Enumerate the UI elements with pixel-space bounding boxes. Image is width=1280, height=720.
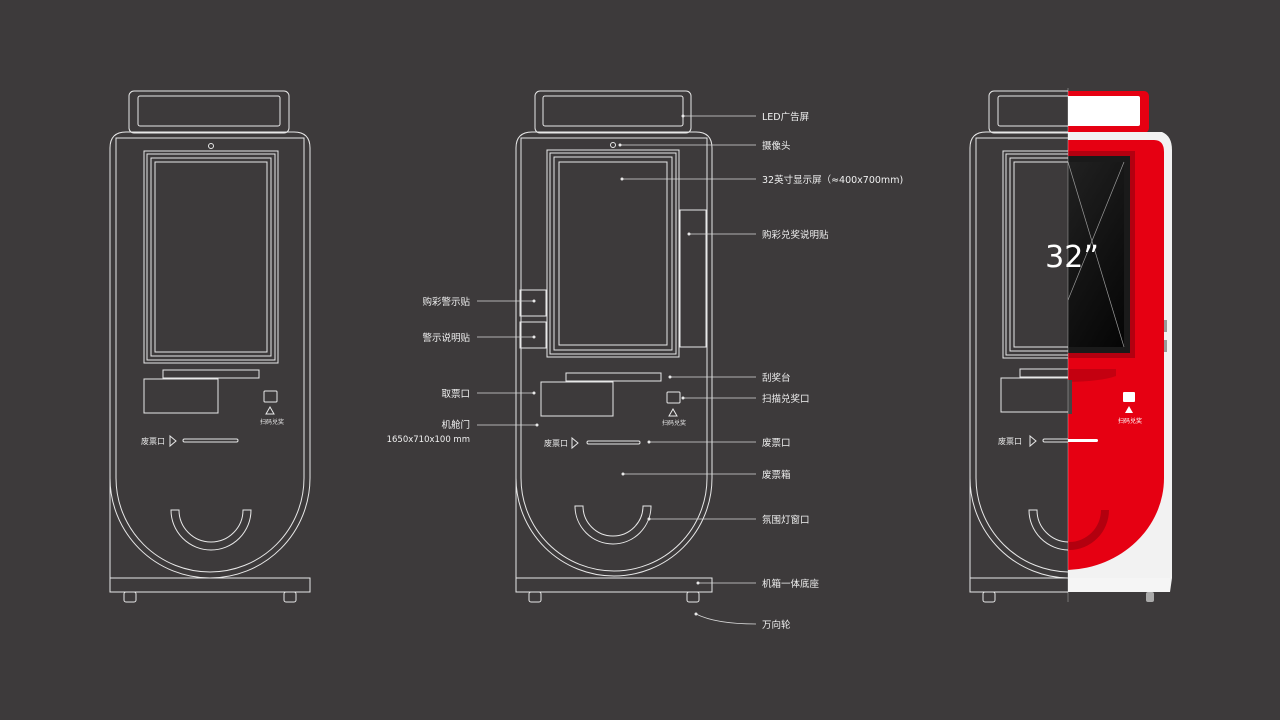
display-frame <box>143 150 279 364</box>
scan-port <box>666 391 681 404</box>
callout-dots <box>532 114 700 616</box>
camera-dot <box>208 143 214 149</box>
kiosk-half-rendered <box>1068 91 1172 602</box>
scan-redeem-label: 扫码兑奖 <box>662 419 686 427</box>
kiosk-half-outline <box>969 90 1068 603</box>
warning-notice-sticker <box>519 321 547 349</box>
waste-ticket-label: 废票口 <box>141 436 165 446</box>
callout-base: 机箱一体底座 <box>762 578 820 590</box>
waste-slot <box>586 440 641 445</box>
callout-waste-bin: 废票箱 <box>762 469 791 481</box>
callout-cabin-door: 机舱门 <box>441 419 470 431</box>
callout-camera: 摄像头 <box>762 140 791 152</box>
callout-scratch-table: 刮奖台 <box>762 372 791 384</box>
display-frame <box>546 149 680 358</box>
ambient-light-window <box>170 509 252 551</box>
screen-size-label: 32” <box>1045 240 1099 275</box>
waste-ticket-label: 废票口 <box>998 436 1022 446</box>
ambient-light-window <box>574 505 652 545</box>
base-plinth <box>515 577 713 593</box>
base-plinth <box>109 577 311 593</box>
callout-scan-port: 扫描兑奖口 <box>762 393 810 405</box>
ticket-outlet <box>143 378 219 414</box>
cabinet-body <box>109 131 311 579</box>
scan-redeem-label: 扫码兑奖 <box>1118 417 1142 425</box>
purchase-warning-sticker <box>519 289 547 317</box>
led-screen-inner <box>137 95 281 127</box>
cabinet-body <box>515 131 713 578</box>
waste-slot <box>182 438 239 443</box>
kiosk-outline-front <box>109 90 311 603</box>
scan-port <box>263 390 278 403</box>
callout-display: 32英寸显示屏（≈400x700mm) <box>762 174 903 186</box>
purchase-notice-sticker <box>679 209 707 348</box>
callout-led-screen: LED广告屏 <box>762 111 809 123</box>
camera-dot <box>610 142 616 148</box>
callout-ticket-outlet: 取票口 <box>441 389 470 400</box>
scratch-table <box>162 369 260 379</box>
callout-dimensions: 1650x710x100 mm <box>387 435 470 445</box>
display-area <box>558 161 668 346</box>
scratch-table <box>565 372 662 382</box>
scan-redeem-label: 扫码兑奖 <box>260 418 284 426</box>
ticket-outlet <box>540 381 614 417</box>
led-screen-frame <box>534 90 692 134</box>
led-screen-frame <box>128 90 290 134</box>
kiosk-outline-annotated <box>515 90 713 603</box>
display-area <box>154 161 268 353</box>
callout-wheels: 万向轮 <box>762 619 791 631</box>
callout-leaders <box>477 115 757 625</box>
waste-ticket-label: 废票口 <box>544 438 568 448</box>
callout-purchase-notice: 购彩兑奖说明贴 <box>762 229 829 241</box>
callout-waste-outlet: 废票口 <box>762 437 791 449</box>
callout-warning-notice: 警示说明贴 <box>422 332 470 344</box>
callout-purchase-warning: 购彩警示贴 <box>422 296 470 308</box>
callout-ambient-light: 氛围灯窗口 <box>762 514 810 526</box>
